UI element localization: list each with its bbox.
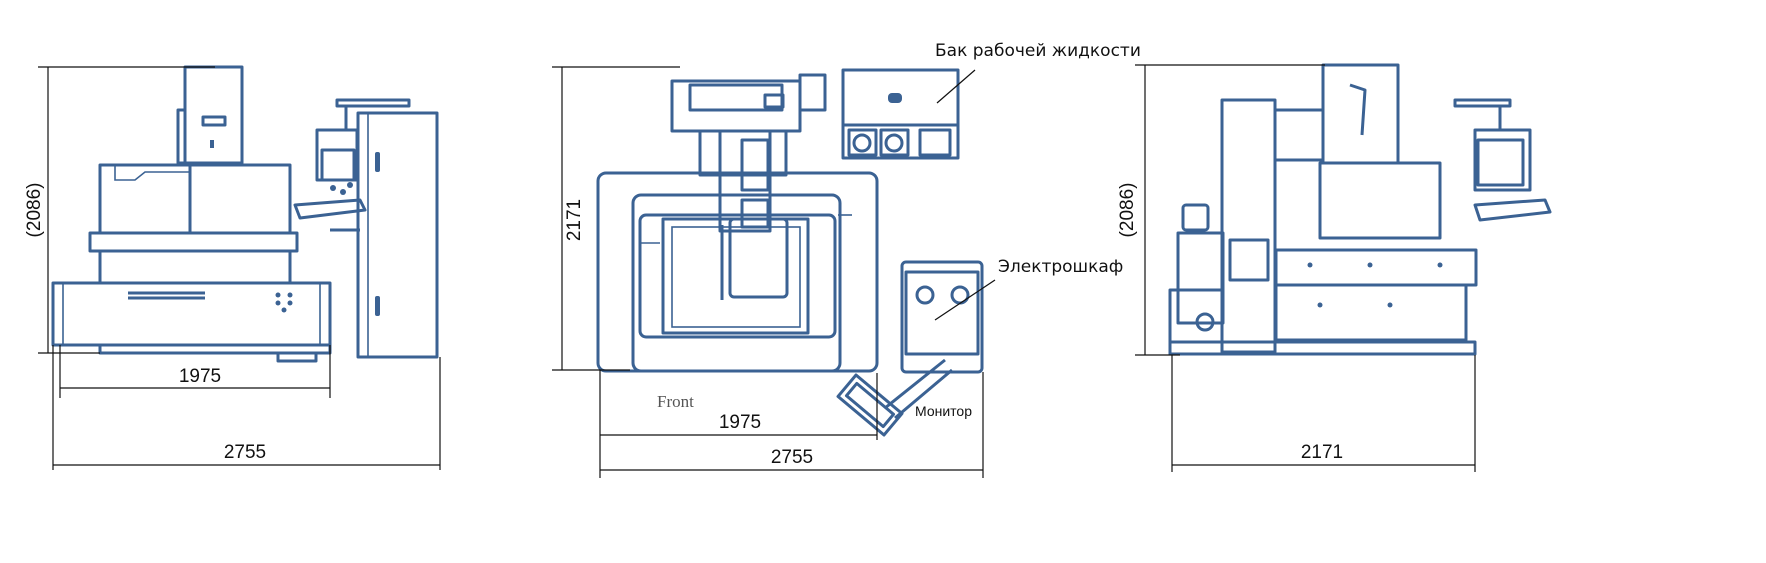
top-width-dim-total: 2755 — [771, 447, 813, 468]
top-height-dim: 2171 — [564, 199, 585, 241]
front-width-dim-total: 2755 — [224, 442, 266, 463]
side-width-dim: 2171 — [1301, 442, 1343, 463]
front-height-dim: (2086) — [24, 183, 45, 238]
monitor-arm — [836, 373, 904, 437]
monitor-label: Монитор — [915, 403, 972, 419]
cabinet-label: Электрошкаф — [998, 257, 1123, 277]
front-label: Front — [657, 392, 694, 411]
front-width-dim-inner: 1975 — [179, 366, 221, 387]
front-view-machine — [51, 65, 439, 363]
tank-label: Бак рабочей жидкости — [935, 41, 1141, 61]
top-width-dim-inner: 1975 — [719, 412, 761, 433]
side-view-machine — [1168, 63, 1552, 356]
top-view: 2171 1975 2755 Бак рабочей жидкости Элек… — [552, 41, 1141, 478]
front-view: (2086) 1975 2755 — [24, 65, 441, 470]
side-view: (2086) 2171 — [1117, 63, 1552, 472]
top-view-machine — [596, 68, 984, 437]
side-height-dim: (2086) — [1117, 183, 1138, 238]
